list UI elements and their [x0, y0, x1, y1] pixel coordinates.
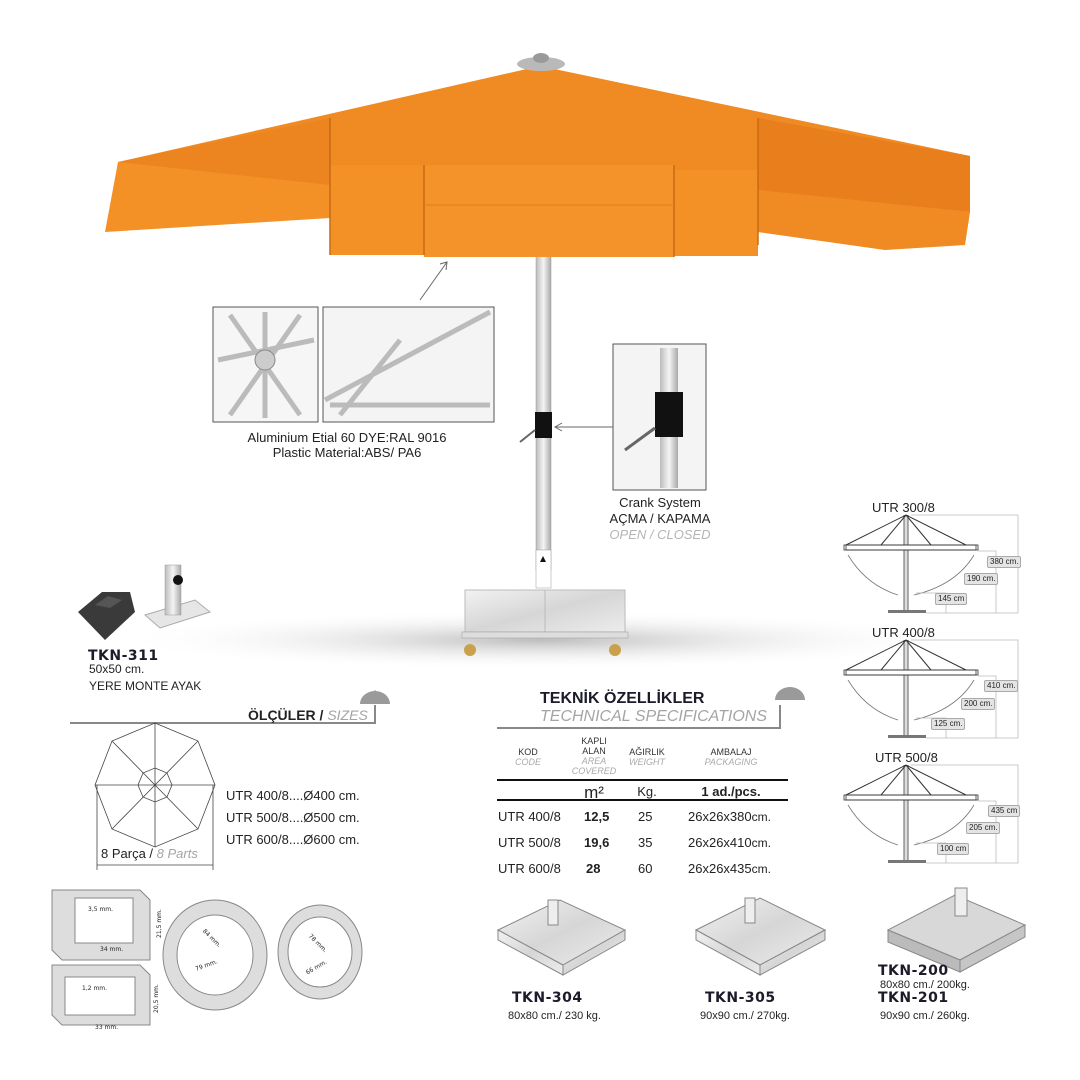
sizes-title-tr: ÖLÇÜLER /	[248, 707, 324, 723]
profile-dim: 20,5 mm.	[152, 984, 160, 1013]
row-pack: 26x26x435	[688, 861, 752, 876]
octagon-plan	[94, 722, 216, 870]
dim-mid: 200 cm.	[961, 698, 996, 710]
dim-mid: 190 cm.	[964, 573, 999, 585]
row-code: UTR 500/8	[498, 835, 561, 850]
row-code: UTR 400/8	[498, 809, 561, 824]
row-pack: 26x26x380	[688, 809, 752, 824]
parts-label: 8 Parça / 8 Parts	[101, 847, 198, 860]
specs-title-en: TECHNICAL SPECIFICATIONS	[540, 708, 767, 725]
parts-tr: 8 Parça /	[101, 846, 154, 861]
sizes-title-en: SIZES	[327, 707, 368, 723]
unit-weight: Kg.	[637, 784, 657, 799]
row-area: 19,6	[584, 835, 610, 850]
ground-base-code: TKN-311	[88, 648, 159, 664]
size-line: UTR 400/8....Ø400 cm.	[226, 788, 360, 803]
base-spec: 80x80 cm./ 200kg.	[880, 979, 970, 991]
dim-low: 125 cm.	[931, 718, 966, 730]
base-spec: 80x80 cm./ 230 kg.	[508, 1010, 601, 1022]
hdr-tr: KOD	[518, 747, 538, 757]
base-code: TKN-200	[878, 963, 949, 979]
row-code: UTR 600/8	[498, 861, 561, 876]
profile-dim: 1,2 mm.	[82, 985, 108, 992]
ground-base-size: 50x50 cm.	[89, 662, 145, 676]
specs-title-tr: TEKNİK ÖZELLİKLER	[540, 690, 705, 707]
base-images	[496, 887, 1027, 976]
dim-mid: 205 cm.	[966, 822, 1001, 834]
dim-low: 100 cm	[937, 843, 970, 855]
elevation-model: UTR 500/8	[875, 750, 938, 765]
plastic-material-text: Plastic Material:ABS/ PA6	[272, 445, 422, 460]
size-line: UTR 500/8....Ø500 cm.	[226, 810, 360, 825]
frame-material-text: Aluminium Etial 60 DYE:RAL 9016	[247, 430, 447, 445]
base-spec: 90x90 cm./ 260kg.	[880, 1010, 970, 1022]
dim-total: 380 cm.	[987, 556, 1022, 568]
unit-packaging: 1 ad./pcs.	[701, 784, 761, 799]
hdr-en: CODE	[514, 756, 542, 767]
row-unit: cm.	[751, 862, 771, 876]
crank-tr: AÇMA / KAPAMA	[609, 511, 711, 526]
marble-base	[461, 589, 629, 656]
parts-en: 8 Parts	[156, 846, 198, 861]
elevation-model: UTR 300/8	[872, 500, 935, 515]
crank-title: Crank System	[619, 495, 701, 510]
ground-base-desc: YERE MONTE AYAK	[89, 679, 202, 693]
unit-area: m²	[584, 783, 604, 802]
row-weight: 25	[638, 809, 653, 824]
floor-shadow	[110, 610, 970, 670]
row-pack: 26x26x410	[688, 835, 752, 850]
hdr-en: WEIGHT	[629, 756, 665, 767]
finial	[517, 57, 565, 71]
row-area: 28	[586, 861, 601, 876]
umbrella-canopy	[105, 53, 970, 257]
dim-total: 435 cm	[988, 805, 1021, 817]
profile-dim: 34 mm.	[100, 946, 124, 953]
profile-dim: 21,5 mm.	[155, 909, 163, 938]
umbrella-pole	[535, 209, 552, 571]
base-code: TKN-305	[705, 990, 776, 1006]
elevation-model: UTR 400/8	[872, 625, 935, 640]
hdr-en: AREA COVERED	[571, 755, 617, 776]
row-area: 12,5	[584, 809, 610, 824]
profile-drawings	[51, 889, 363, 1026]
dim-total: 410 cm.	[984, 680, 1019, 692]
size-line: UTR 600/8....Ø600 cm.	[226, 832, 360, 847]
row-weight: 60	[638, 861, 653, 876]
hdr-en: PACKAGING	[704, 756, 758, 767]
crank-housing	[535, 412, 552, 438]
base-spec: 90x90 cm./ 270kg.	[700, 1010, 790, 1022]
row-unit: cm.	[751, 810, 771, 824]
profile-dim: 33 mm.	[95, 1024, 119, 1031]
ground-mount-image	[78, 564, 212, 640]
profile-dim: 3,5 mm.	[88, 906, 114, 913]
sizes-title: ÖLÇÜLER / SIZES	[248, 708, 368, 722]
crank-en: OPEN / CLOSED	[609, 527, 711, 542]
dim-low: 145 cm	[935, 593, 968, 605]
hdr-tr: KAPLI ALAN	[581, 736, 607, 756]
base-code: TKN-201	[878, 990, 949, 1006]
umbrella-icons	[360, 687, 805, 704]
hdr-tr: AĞIRLIK	[629, 747, 665, 757]
row-weight: 35	[638, 835, 653, 850]
row-unit: cm.	[751, 836, 771, 850]
base-code: TKN-304	[512, 990, 583, 1006]
hdr-tr: AMBALAJ	[710, 747, 752, 757]
